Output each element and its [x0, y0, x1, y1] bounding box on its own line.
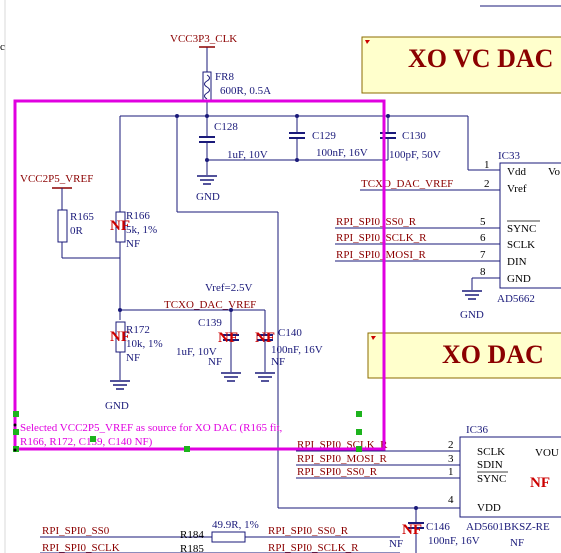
ic36-body[interactable]: [459, 436, 561, 518]
gnd-symbol-c140: [255, 372, 275, 382]
partial-text: c: [0, 41, 5, 53]
ic33-pin5-num: 5: [480, 216, 486, 228]
r172-nf-mark: NF: [110, 329, 130, 345]
resistor-r184[interactable]: [211, 531, 246, 543]
ic33-pin1-num: 1: [484, 159, 490, 171]
c146-nf: NF: [389, 538, 403, 550]
selection-box[interactable]: [13, 99, 386, 451]
c146-ref: C146: [426, 521, 450, 533]
ic36-pin4-num: 4: [448, 494, 454, 506]
ic33-pin2-num: 2: [484, 178, 490, 190]
ic36-pin3-name: SDIN: [477, 459, 503, 471]
net-label-rpi-sclk-3: RPI_SPI0_SCLK_R: [268, 542, 359, 553]
resistor-r165[interactable]: [57, 209, 68, 243]
gnd-symbol-c139: [221, 372, 241, 382]
c129-ref: C129: [312, 130, 336, 142]
vref-label: Vref=2.5V: [205, 282, 252, 294]
net-label-rpi-mosi-1: RPI_SPI0_MOSI_R: [336, 249, 427, 261]
net-label-tcxo-dac-vref-1: TCXO_DAC_VREF: [164, 299, 256, 311]
net-label-rpi-ss0-plain: RPI_SPI0_SS0: [42, 525, 110, 537]
r185-ref: R185: [180, 543, 204, 553]
r172-nf: NF: [126, 352, 140, 364]
gnd-label-3: GND: [460, 309, 484, 321]
c130-value: 100pF, 50V: [389, 149, 441, 161]
net-label-rpi-mosi-2: RPI_SPI0_MOSI_R: [297, 453, 388, 465]
c139-ref: C139: [198, 317, 222, 329]
block-xo-vc-dac[interactable]: XO VC DAC: [361, 36, 561, 94]
ic33-ref: IC33: [498, 150, 521, 162]
r166-nf-mark: NF: [110, 218, 130, 234]
ic36-pin3-num: 3: [448, 453, 454, 465]
ic33-pin6-name: SCLK: [507, 239, 535, 251]
gnd-label-2: GND: [105, 400, 129, 412]
net-label-rpi-ss0-1: RPI_SPI0_SS0_R: [336, 216, 417, 228]
r165-value: 0R: [70, 225, 84, 237]
c140-ref: C140: [278, 327, 302, 339]
fr8-ref: FR8: [215, 71, 234, 83]
ic33-pin6-num: 6: [480, 232, 486, 244]
r166-nf: NF: [126, 238, 140, 250]
gnd-symbol-1: [197, 175, 217, 185]
ic33-pin8-name: GND: [507, 273, 531, 285]
gnd-symbol-3: [462, 290, 482, 300]
ferrite-fr8[interactable]: [202, 71, 212, 103]
c140-nf-mark: NF: [255, 330, 275, 346]
c139-nf: NF: [208, 356, 222, 368]
ic33-part: AD5662: [497, 293, 535, 305]
fr8-value: 600R, 0.5A: [220, 85, 271, 97]
ic33-pin5-name: SYNC: [507, 223, 536, 235]
net-label-rpi-sclk-1: RPI_SPI0_SCLK_R: [336, 232, 427, 244]
c139-value: 1uF, 10V: [176, 346, 217, 358]
block-title-xo-vc-dac: XO VC DAC: [408, 44, 553, 73]
net-label-vcc3p3-clk: VCC3P3_CLK: [170, 33, 237, 45]
r184-value: 49.9R, 1%: [212, 519, 259, 531]
ic36-pin2-name: SCLK: [477, 446, 505, 458]
r166-ref: R166: [126, 210, 150, 222]
r165-ref: R165: [70, 211, 94, 223]
c130-ref: C130: [402, 130, 426, 142]
net-label-rpi-ss0-3: RPI_SPI0_SS0_R: [268, 525, 349, 537]
ic36-pin1-num: 1: [448, 466, 454, 478]
net-label-tcxo-dac-vref-2: TCXO_DAC_VREF: [361, 178, 453, 190]
net-label-rpi-sclk-plain: RPI_SPI0_SCLK: [42, 542, 120, 553]
block-title-xo-dac: XO DAC: [442, 340, 544, 369]
block-xo-dac[interactable]: XO DAC: [367, 332, 561, 379]
ic33-pin8-num: 8: [480, 266, 486, 278]
note-line-2: R166, R172, C139, C140 NF): [20, 436, 153, 448]
ic36-pin4-name: VDD: [477, 502, 501, 514]
c140-value: 100nF, 16V: [271, 344, 323, 356]
ic36-right-pin: VOU: [535, 447, 559, 459]
net-label-rpi-ss0-2: RPI_SPI0_SS0_R: [297, 466, 378, 478]
ic33-vo-partial: Vo: [548, 166, 561, 178]
ic36-pin2-num: 2: [448, 439, 454, 451]
net-label-vcc2p5-vref: VCC2P5_VREF: [20, 173, 93, 185]
gnd-symbol-2: [110, 380, 130, 390]
c146-value: 100nF, 16V: [428, 535, 480, 547]
ic36-pin1-name: SYNC: [477, 473, 506, 485]
c139-nf-mark: NF: [218, 330, 238, 346]
c129-value: 100nF, 16V: [316, 147, 368, 159]
c140-nf: NF: [271, 356, 285, 368]
r166-value: 5k, 1%: [126, 224, 157, 236]
ic33-pin1-name: Vdd: [507, 166, 526, 178]
c128-value: 1uF, 10V: [227, 149, 268, 161]
ic33-pin7-num: 7: [480, 249, 486, 261]
ic36-nf-mark: NF: [530, 475, 550, 491]
ic33-pin2-name: Vref: [507, 183, 527, 195]
ic33-pin7-name: DIN: [507, 256, 527, 268]
ic33-body[interactable]: [499, 162, 561, 289]
r172-value: 10k, 1%: [126, 338, 163, 350]
ic36-nf: NF: [510, 537, 524, 549]
c128-ref: C128: [214, 121, 238, 133]
ic36-ref: IC36: [466, 424, 489, 436]
gnd-label-1: GND: [196, 191, 220, 203]
ic36-part: AD5601BKSZ-RE: [466, 521, 550, 533]
note-line-1: Selected VCC2P5_VREF as source for XO DA…: [20, 422, 282, 434]
r184-ref: R184: [180, 529, 204, 541]
r172-ref: R172: [126, 324, 150, 336]
c146-nf-mark: NF: [402, 522, 422, 538]
